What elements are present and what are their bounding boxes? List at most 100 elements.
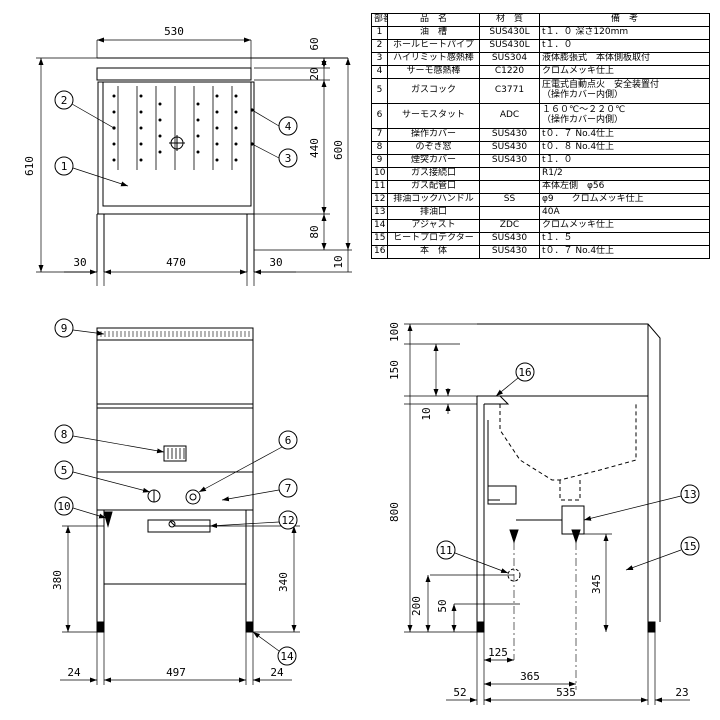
part-material: SS [479,193,540,207]
header-part-no: 部番 [371,13,388,27]
svg-text:5: 5 [61,464,68,477]
side-view-gas-pipe-hole [507,568,521,582]
bubble-14: 14 [252,631,297,666]
part-note: R1/2 [539,167,710,181]
top-view [36,37,352,286]
dim-side-left: 52 [453,686,466,699]
dim-front-drain: 340 [277,572,290,592]
dim-side-right: 23 [675,686,688,699]
dim-side-drain-x: 365 [520,670,540,683]
part-material: SUS430 [479,128,540,142]
dim-side-pipe-x: 125 [488,646,508,659]
svg-text:2: 2 [61,94,68,107]
svg-text:7: 7 [285,482,292,495]
part-note: t１．０ [539,154,710,168]
svg-text:12: 12 [281,514,294,527]
dim-front-right: 24 [270,666,284,679]
side-view [404,323,690,705]
part-material: SUS430L [479,26,540,40]
part-note: 本体左側 φ56 [539,180,710,194]
bubble-11: 11 [436,540,509,574]
svg-text:6: 6 [285,434,292,447]
part-no: 5 [371,78,388,104]
part-name: 排油コックハンドル [387,193,480,207]
dim-front-left: 24 [67,666,81,679]
part-material: SUS430 [479,154,540,168]
front-view-gas-inlet-marker [103,511,113,528]
part-note: t０．８ No.4仕上 [539,141,710,155]
top-view-bubbles: 2 1 4 3 [54,90,298,187]
dim-front-width: 497 [166,666,186,679]
part-note: クロムメッキ仕上 [539,65,710,79]
dim-leg: 10 [332,255,345,268]
bubble-9: 9 [54,318,105,338]
part-note: t０．７ No.4仕上 [539,128,710,142]
part-material: SUS430 [479,232,540,246]
part-name: ガス接続口 [387,167,480,181]
part-material: ADC [479,103,540,129]
side-view-valve [487,485,517,505]
dim-front-gas-inlet: 380 [51,570,64,590]
bubble-16: 15 [625,536,700,571]
part-name: ハイリミット感熱棒 [387,52,480,66]
dim-side-pipe-offset: 50 [436,599,449,612]
side-view-oil-tank [499,404,637,481]
front-view-peep-window-slots [167,448,185,459]
front-view-right-foot [245,621,254,633]
front-view-vent-slots [100,331,250,337]
svg-text:15: 15 [683,540,696,553]
side-view-chamber [487,420,500,501]
part-no: 12 [371,193,388,207]
dim-inner-width: 470 [166,256,186,269]
part-note: φ9 クロムメッキ仕上 [539,193,710,207]
part-material: SUS430 [479,141,540,155]
part-name: のぞき窓 [387,141,480,155]
front-view [60,327,300,685]
part-no: 2 [371,39,388,53]
svg-text:1: 1 [61,160,68,173]
part-no: 14 [371,219,388,233]
front-view-upper-body [96,339,254,409]
front-view-control-panel [96,471,254,511]
svg-text:8: 8 [61,428,68,441]
part-no: 10 [371,167,388,181]
bubble-4: 4 [250,108,298,136]
dim-side-depth: 535 [556,686,576,699]
part-note: 40A [539,206,710,220]
svg-text:10: 10 [57,500,70,513]
header-note: 備 考 [539,13,710,27]
bubble-6: 6 [198,430,298,493]
front-view-drain-handle [169,520,210,527]
side-view-labels: 100 150 10 800 200 50 345 125 365 52 535… [388,322,689,699]
top-view-heat-pipes [117,86,233,170]
part-name: 操作カバー [387,128,480,142]
part-no: 3 [371,52,388,66]
svg-text:14: 14 [280,650,294,663]
top-view-labels: 530 610 60 20 440 600 80 10 30 470 30 [23,25,345,269]
part-material: SUS430L [479,39,540,53]
part-material: SUS304 [479,52,540,66]
part-no: 4 [371,65,388,79]
front-view-thermostat [185,489,201,505]
front-view-labels: 24 497 24 380 340 [51,570,290,679]
svg-text:4: 4 [285,120,292,133]
dim-side-protector: 10 [420,407,433,420]
part-name: サーモスタット [387,103,480,129]
svg-text:3: 3 [285,152,292,165]
dim-right-margin: 30 [269,256,282,269]
dim-side-drain: 345 [590,574,603,594]
side-view-bubbles: 16 13 15 11 [436,362,700,574]
front-view-chimney [96,327,254,341]
bubble-10: 10 [54,496,107,519]
